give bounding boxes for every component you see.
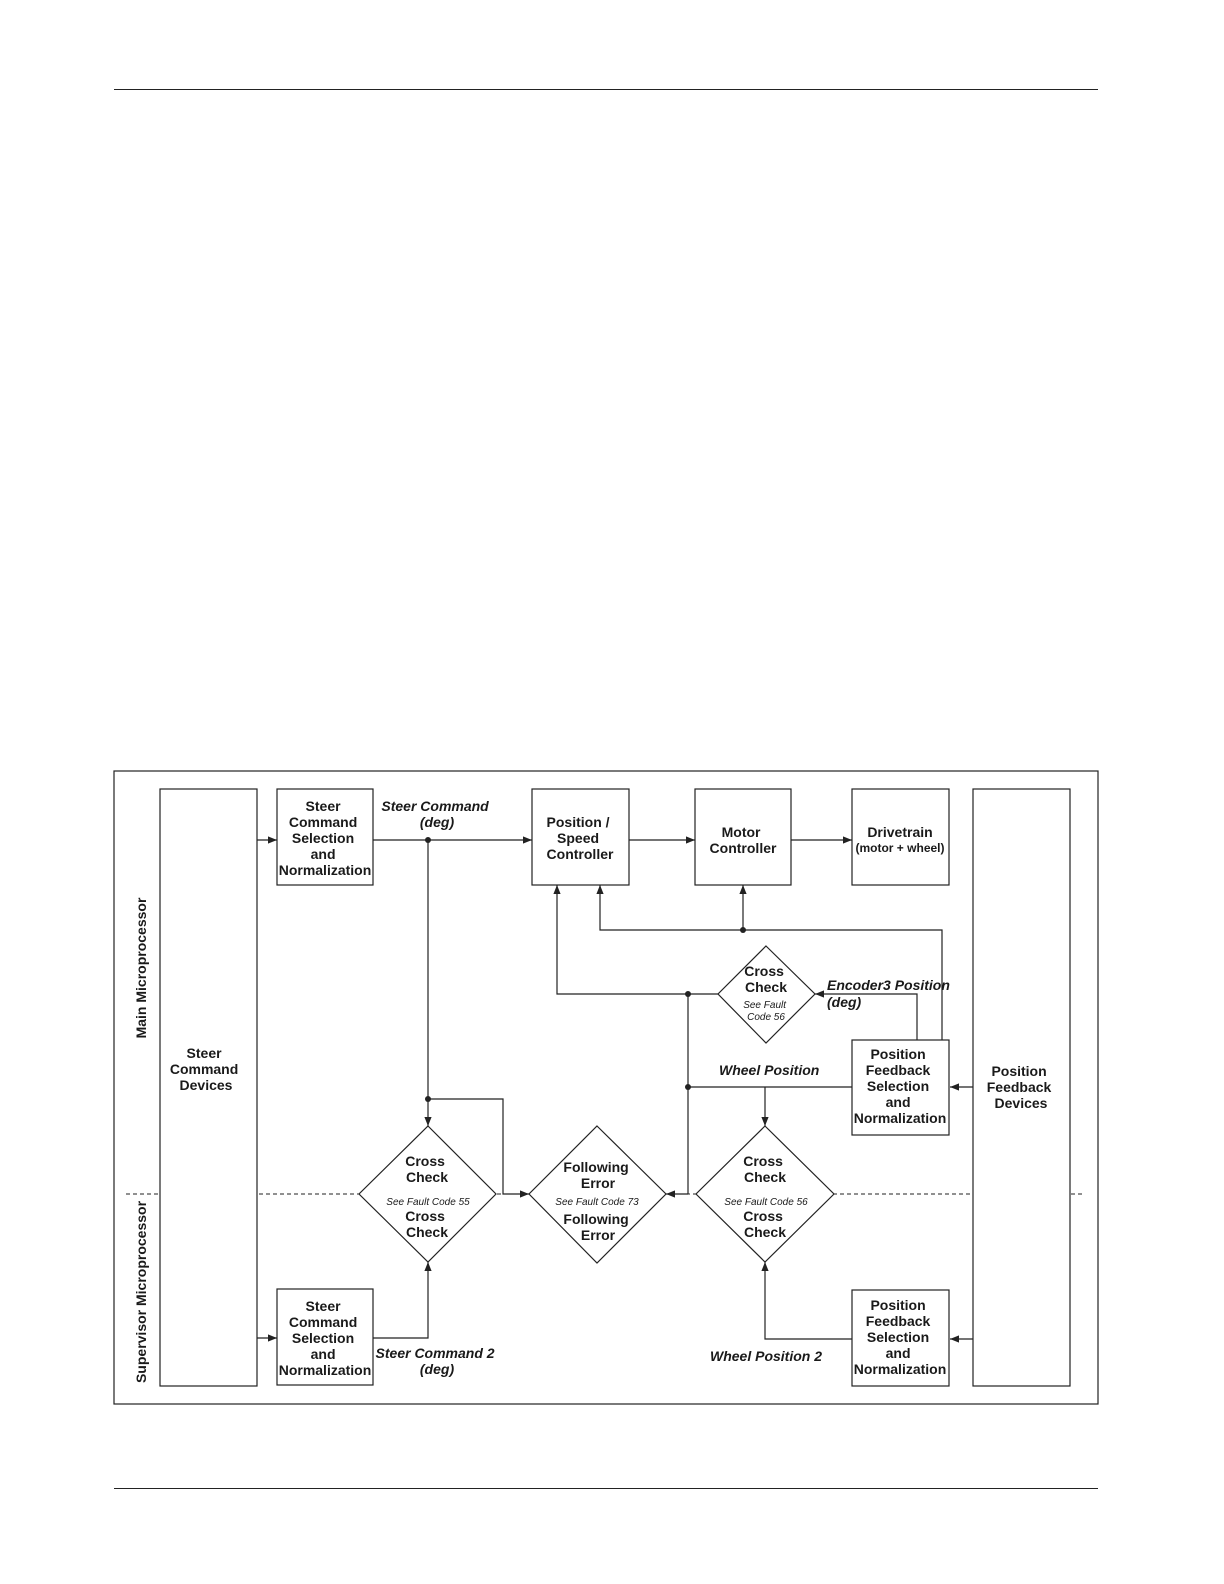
connection-lines — [257, 836, 973, 1343]
svg-text:Cross Check: Cross Check — [405, 1208, 449, 1240]
svg-text:Cross Check: Cross Check — [744, 963, 788, 995]
cross-check-steer-diamond: Cross Check See Fault Code 55 Cross Chec… — [358, 1125, 497, 1263]
position-speed-controller-block: Position / Speed Controller — [531, 788, 630, 886]
diagram-frame — [113, 770, 1099, 1405]
svg-text:Position Feedback: Position Feedback Selection and Normaliz… — [854, 1046, 947, 1126]
svg-text:Cross Check: Cross Check — [743, 1153, 787, 1185]
position-feedback-selection-main-block: Position Feedback Selection and Normaliz… — [851, 1039, 950, 1136]
cross-check-wheel-diamond: Cross Check See Fault Code 56 Cross Chec… — [695, 1125, 835, 1263]
svg-text:Cross Check: Cross Check — [743, 1208, 787, 1240]
position-feedback-devices-block: Position Feedback Devices — [972, 788, 1071, 1387]
main-microprocessor-label: Main Microprocessor — [133, 897, 149, 1038]
svg-text:Position / Speed C: Position / Speed Controller — [547, 814, 614, 862]
motor-controller-block: Motor Controller — [694, 788, 792, 886]
encoder3-position-label: Encoder3 Position (deg) — [827, 977, 954, 1010]
wheel-position-2-label: Wheel Position 2 — [710, 1348, 822, 1364]
svg-text:Steer Command Sele: Steer Command Selection and Normalizatio… — [279, 1298, 372, 1378]
steer-selection-main-block: Steer Command Selection and Normalizatio… — [276, 788, 374, 886]
svg-text:See Fault Code 56: See Fault Code 56 — [743, 1000, 789, 1023]
svg-text:Steer Command Devi: Steer Command Devices — [170, 1045, 242, 1093]
svg-text:Following Error: Following Error — [563, 1159, 632, 1191]
junction-dots — [425, 837, 746, 1102]
svg-text:See Fault Code 73: See Fault Code 73 — [555, 1197, 639, 1208]
steer-selection-supervisor-block: Steer Command Selection and Normalizatio… — [276, 1288, 374, 1386]
cross-check-encoder-diamond: Cross Check See Fault Code 56 — [717, 945, 816, 1044]
footer-rule — [114, 1488, 1098, 1489]
supervisor-microprocessor-label: Supervisor Microprocessor — [133, 1200, 149, 1383]
steer-command-devices-block: Steer Command Devices — [159, 788, 258, 1387]
svg-text:See Fault Code 55: See Fault Code 55 — [386, 1197, 470, 1208]
steer-command-2-label: Steer Command 2 (deg) — [376, 1345, 499, 1377]
svg-text:Motor Controller: Motor Controller — [710, 824, 777, 856]
header-rule — [114, 89, 1098, 90]
svg-text:See Fault Code 56: See Fault Code 56 — [724, 1197, 808, 1208]
wheel-position-label: Wheel Position — [719, 1062, 819, 1078]
svg-text:Cross Check: Cross Check — [405, 1153, 449, 1185]
svg-text:Following Error: Following Error — [563, 1211, 632, 1243]
position-feedback-selection-supervisor-block: Position Feedback Selection and Normaliz… — [851, 1289, 950, 1387]
drivetrain-block: Drivetrain (motor + wheel) — [851, 788, 950, 886]
svg-text:Position Feedback: Position Feedback Selection and Normaliz… — [854, 1297, 947, 1377]
svg-text:Drivetrain: Drivetrain — [867, 824, 932, 840]
following-error-diamond: Following Error See Fault Code 73 Follow… — [528, 1125, 667, 1264]
steer-command-label: Steer Command (deg) — [381, 798, 492, 830]
svg-text:Position Feedback: Position Feedback Devices — [987, 1063, 1055, 1111]
svg-text:Steer Command Sele: Steer Command Selection and Normalizatio… — [279, 798, 372, 878]
svg-text:(motor + wheel): (motor + wheel) — [855, 841, 944, 855]
